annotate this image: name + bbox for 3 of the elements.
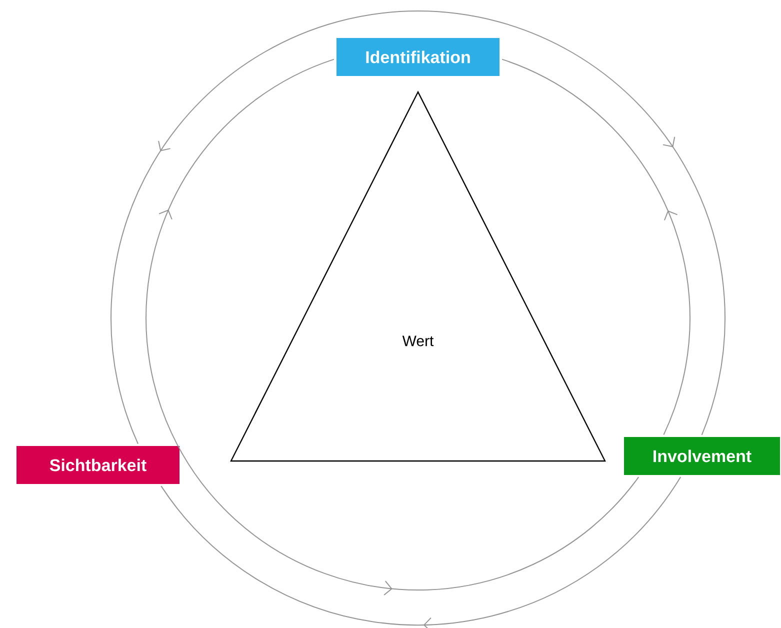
- label-box: Sichtbarkeit: [16, 446, 180, 484]
- label-box: Involvement: [624, 436, 780, 475]
- label-box: Identifikation: [336, 38, 500, 76]
